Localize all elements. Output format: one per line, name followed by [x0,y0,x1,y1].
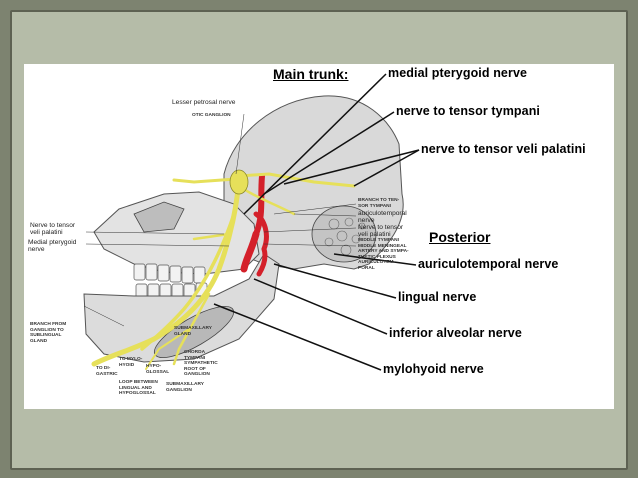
leader-lines [213,73,420,371]
label-chorda-tympani: CHORDA TYMPANI SYMPATHETIC ROOT OF GANGL… [184,350,218,378]
diagram-panel: Main trunk: Posterior medial pterygoid n… [24,64,614,409]
label-nerve-to-tvp-right: Nerve to tensor veli palatini [358,224,404,238]
label-nerve-to-tvp-left: Nerve to tensor veli palatini [30,222,76,236]
label-to-digastric: TO DI- GASTRIC [96,366,118,377]
mandible [83,253,280,363]
label-mylohyoid: mylohyoid nerve [383,362,484,376]
label-middle-meningeal: MIDDLE TYMPANI MIDDLE MENINGEAL ARTERY A… [358,238,409,271]
label-nerve-to-tensor-tympani: nerve to tensor tympani [396,104,540,118]
main-trunk-heading: Main trunk: [273,66,349,82]
otic-ganglion [229,169,249,195]
posterior-heading: Posterior [429,229,491,245]
label-submaxillary-gland: SUBMAXILLARY GLAND [174,326,212,337]
label-branch-from-ganglion: BRANCH FROM GANGLION TO SUBLINGUAL GLAND [30,322,67,344]
label-auriculotemporal-small: auriculotemporal nerve [358,210,407,224]
label-lingual: lingual nerve [398,290,477,304]
label-to-mylohyoid: TO MYLO- HYOID [119,357,143,368]
label-branch-to-tensor-tympani: BRANCH TO TEN- SOR TYMPANI [358,198,400,209]
label-auriculotemporal: auriculotemporal nerve [418,257,559,271]
label-submaxillary-ganglion: SUBMAXILLARY GANGLION [166,382,204,393]
label-otic-ganglion: OTIC GANGLION [192,113,231,118]
arteries [240,173,269,277]
mastoid-cells [311,205,377,263]
label-medial-pterygoid: medial pterygoid nerve [388,66,528,80]
label-medial-pterygoid-left: Medial pterygoid nerve [28,239,77,253]
label-hypoglossal: HYPO- GLOSSAL [146,364,170,375]
label-lesser-petrosal: Lesser petrosal nerve [172,99,236,106]
nerves [91,171,356,370]
mandibular-nerve-illustration [83,73,420,371]
label-inferior-alveolar: inferior alveolar nerve [389,326,522,340]
label-loop-between: LOOP BETWEEN LINGUAL AND HYPOGLOSSAL [119,380,158,397]
orbit [133,201,185,233]
upper-teeth [133,263,206,284]
label-nerve-to-tensor-veli-palatini: nerve to tensor veli palatini [421,142,586,156]
